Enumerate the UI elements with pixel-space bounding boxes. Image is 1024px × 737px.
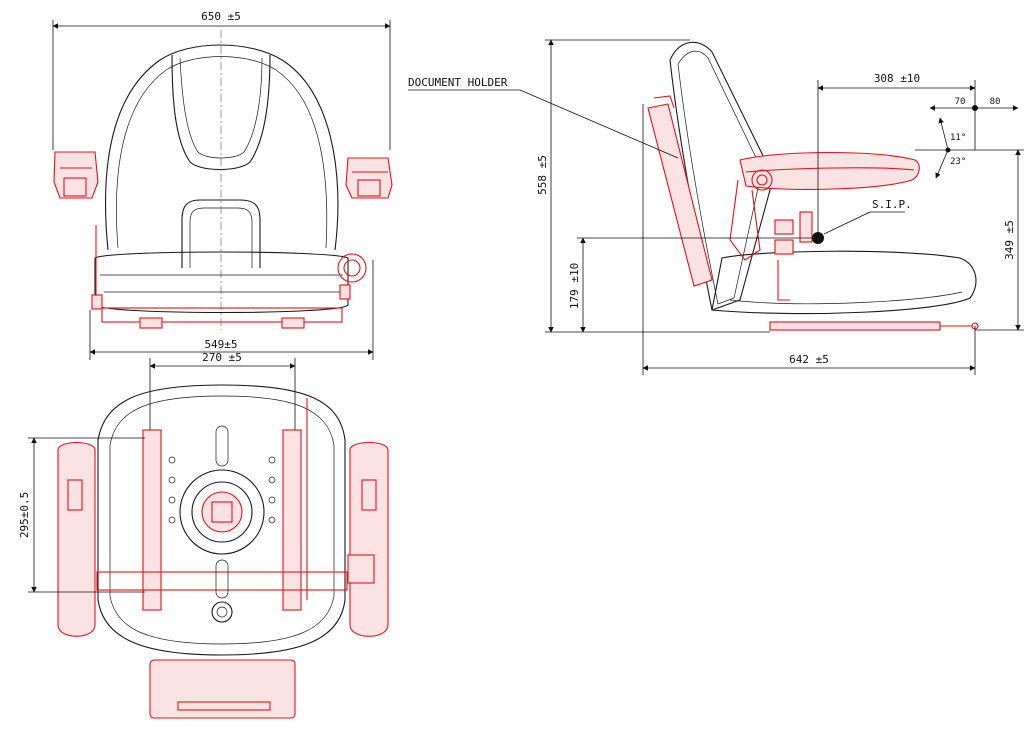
mount-depth-label: 295±0.5 — [18, 492, 31, 538]
angle-forward-label: 11° — [950, 133, 966, 143]
overall-height-label: 558 ±5 — [536, 155, 549, 195]
sip-callout: S.I.P. — [872, 198, 912, 211]
base-width-label: 549±5 — [204, 338, 237, 351]
sip-height-label: 179 ±10 — [568, 263, 581, 309]
adjust-back-label: 70 — [955, 97, 966, 107]
document-holder-callout: DOCUMENT HOLDER — [408, 76, 508, 89]
angle-back-label: 23° — [950, 157, 966, 167]
sip-to-armrest-label: 308 ±10 — [874, 72, 920, 85]
front-view: 650 ±5 549±5 — [52, 10, 393, 360]
adjust-forward-label: 80 — [990, 97, 1001, 107]
side-view: S.I.P. DOCUMENT HOLDER 558 ±5 179 ±10 30… — [408, 39, 1024, 375]
rail-spacing-label: 270 ±5 — [202, 351, 242, 364]
overall-width-label: 650 ±5 — [201, 10, 241, 23]
armrest-height-label: 349 ±5 — [1003, 220, 1016, 260]
bottom-view: 270 ±5 295±0.5 — [18, 351, 389, 719]
overall-depth-label: 642 ±5 — [789, 353, 829, 366]
